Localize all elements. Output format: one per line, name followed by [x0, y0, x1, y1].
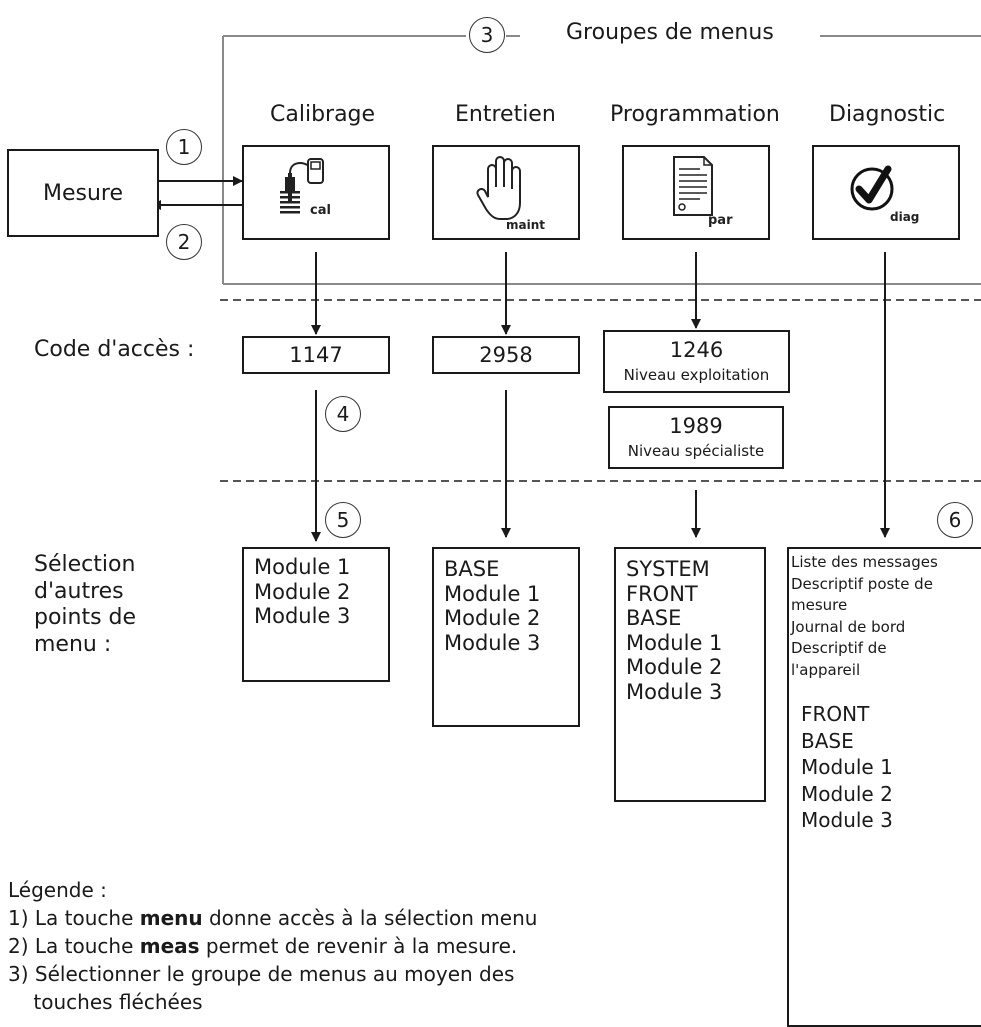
list-item[interactable]: Liste des messages: [791, 553, 938, 571]
code-label: Code d'accès :: [34, 337, 195, 362]
document-icon: par: [673, 156, 733, 228]
menu-key: menu: [139, 906, 203, 930]
selection-label: Sélection d'autres points de menu :: [34, 552, 136, 658]
groups-title: Groupes de menus: [566, 20, 774, 45]
code-1246: 1246: [669, 338, 724, 362]
maint-icon-text: maint: [506, 218, 545, 232]
list-item[interactable]: Descriptif poste de: [791, 574, 933, 593]
group-label-programmation: Programmation: [610, 102, 780, 127]
mesure-box[interactable]: Mesure: [7, 149, 159, 237]
entretien-icon-box[interactable]: maint: [432, 145, 580, 240]
list-item[interactable]: Module 3: [626, 679, 723, 704]
list-item[interactable]: BASE: [801, 728, 854, 753]
callout-5: 5: [325, 502, 361, 538]
cal-icon-text: cal: [310, 203, 331, 218]
legend-line-3: 3) Sélectionner le groupe de menus au mo…: [8, 962, 515, 986]
level-specialist: Niveau spécialiste: [627, 442, 765, 460]
group-label-diagnostic: Diagnostic: [829, 102, 946, 127]
selection-label-line: d'autres: [34, 578, 124, 604]
list-item[interactable]: Module 3: [444, 630, 541, 655]
meas-key: meas: [139, 934, 200, 958]
code-programmation-operator[interactable]: 1246 Niveau exploitation: [603, 330, 790, 393]
calibrage-icon-box[interactable]: cal: [242, 145, 390, 240]
calibration-probe-icon: cal: [280, 158, 331, 218]
submenu-entretien: BASE Module 1 Module 2 Module 3: [432, 547, 580, 727]
selection-label-line: points de: [34, 605, 137, 630]
programmation-icon-box[interactable]: par: [622, 145, 770, 240]
selection-label-line: menu :: [34, 631, 112, 657]
checkmark-icon: diag: [850, 165, 919, 224]
list-item[interactable]: SYSTEM: [626, 557, 710, 581]
list-item[interactable]: Module 3: [254, 604, 351, 628]
list-item[interactable]: Module 2: [801, 781, 893, 806]
list-item[interactable]: FRONT: [626, 581, 698, 606]
callout-2: 2: [166, 224, 202, 260]
submenu-diagnostic: Liste des messages Descriptif poste de m…: [787, 547, 981, 1027]
list-item[interactable]: BASE: [626, 606, 682, 630]
code-programmation-specialist[interactable]: 1989 Niveau spécialiste: [608, 406, 784, 469]
diag-icon-text: diag: [890, 210, 919, 224]
list-item[interactable]: Module 2: [444, 606, 541, 630]
legend: Légende : 1) La touche menu donne accès …: [8, 876, 778, 1016]
list-item[interactable]: l'appareil: [791, 660, 861, 679]
callout-4: 4: [325, 396, 361, 432]
menu-groups-bracket: [222, 35, 981, 285]
list-item[interactable]: Journal de bord: [791, 617, 906, 636]
level-operator: Niveau exploitation: [623, 366, 770, 384]
code-entretien[interactable]: 2958: [432, 336, 580, 374]
list-item[interactable]: Module 2: [626, 655, 723, 679]
selection-label-line: Sélection: [34, 552, 136, 577]
list-item[interactable]: BASE: [444, 557, 500, 581]
list-item[interactable]: Module 1: [626, 630, 723, 655]
group-label-entretien: Entretien: [455, 102, 556, 127]
list-item[interactable]: Module 1: [444, 581, 541, 606]
code-1989: 1989: [669, 414, 723, 438]
list-item[interactable]: Descriptif de: [791, 639, 887, 657]
par-icon-text: par: [708, 213, 733, 228]
list-item[interactable]: mesure: [791, 596, 848, 614]
code-calibrage[interactable]: 1147: [242, 336, 390, 374]
submenu-programmation: SYSTEM FRONT BASE Module 1 Module 2 Modu…: [614, 547, 766, 802]
group-label-calibrage: Calibrage: [270, 102, 376, 127]
callout-6: 6: [937, 502, 973, 538]
list-item[interactable]: Module 2: [254, 579, 351, 604]
list-item[interactable]: Module 1: [801, 755, 893, 779]
submenu-calibrage: Module 1 Module 2 Module 3: [242, 547, 390, 682]
list-item[interactable]: FRONT: [801, 702, 870, 726]
legend-title: Légende :: [8, 878, 107, 902]
hand-icon: maint: [476, 156, 545, 232]
list-item[interactable]: Module 1: [254, 555, 351, 579]
list-item[interactable]: Module 3: [801, 808, 893, 832]
callout-1: 1: [166, 129, 202, 165]
legend-line-1: 1) La touche menu donne accès à la sélec…: [8, 906, 538, 930]
legend-line-2: 2) La touche meas permet de revenir à la…: [8, 934, 518, 958]
diagnostic-icon-box[interactable]: diag: [812, 145, 960, 240]
callout-3: 3: [469, 17, 505, 53]
legend-line-4: touches fléchées: [8, 990, 203, 1014]
